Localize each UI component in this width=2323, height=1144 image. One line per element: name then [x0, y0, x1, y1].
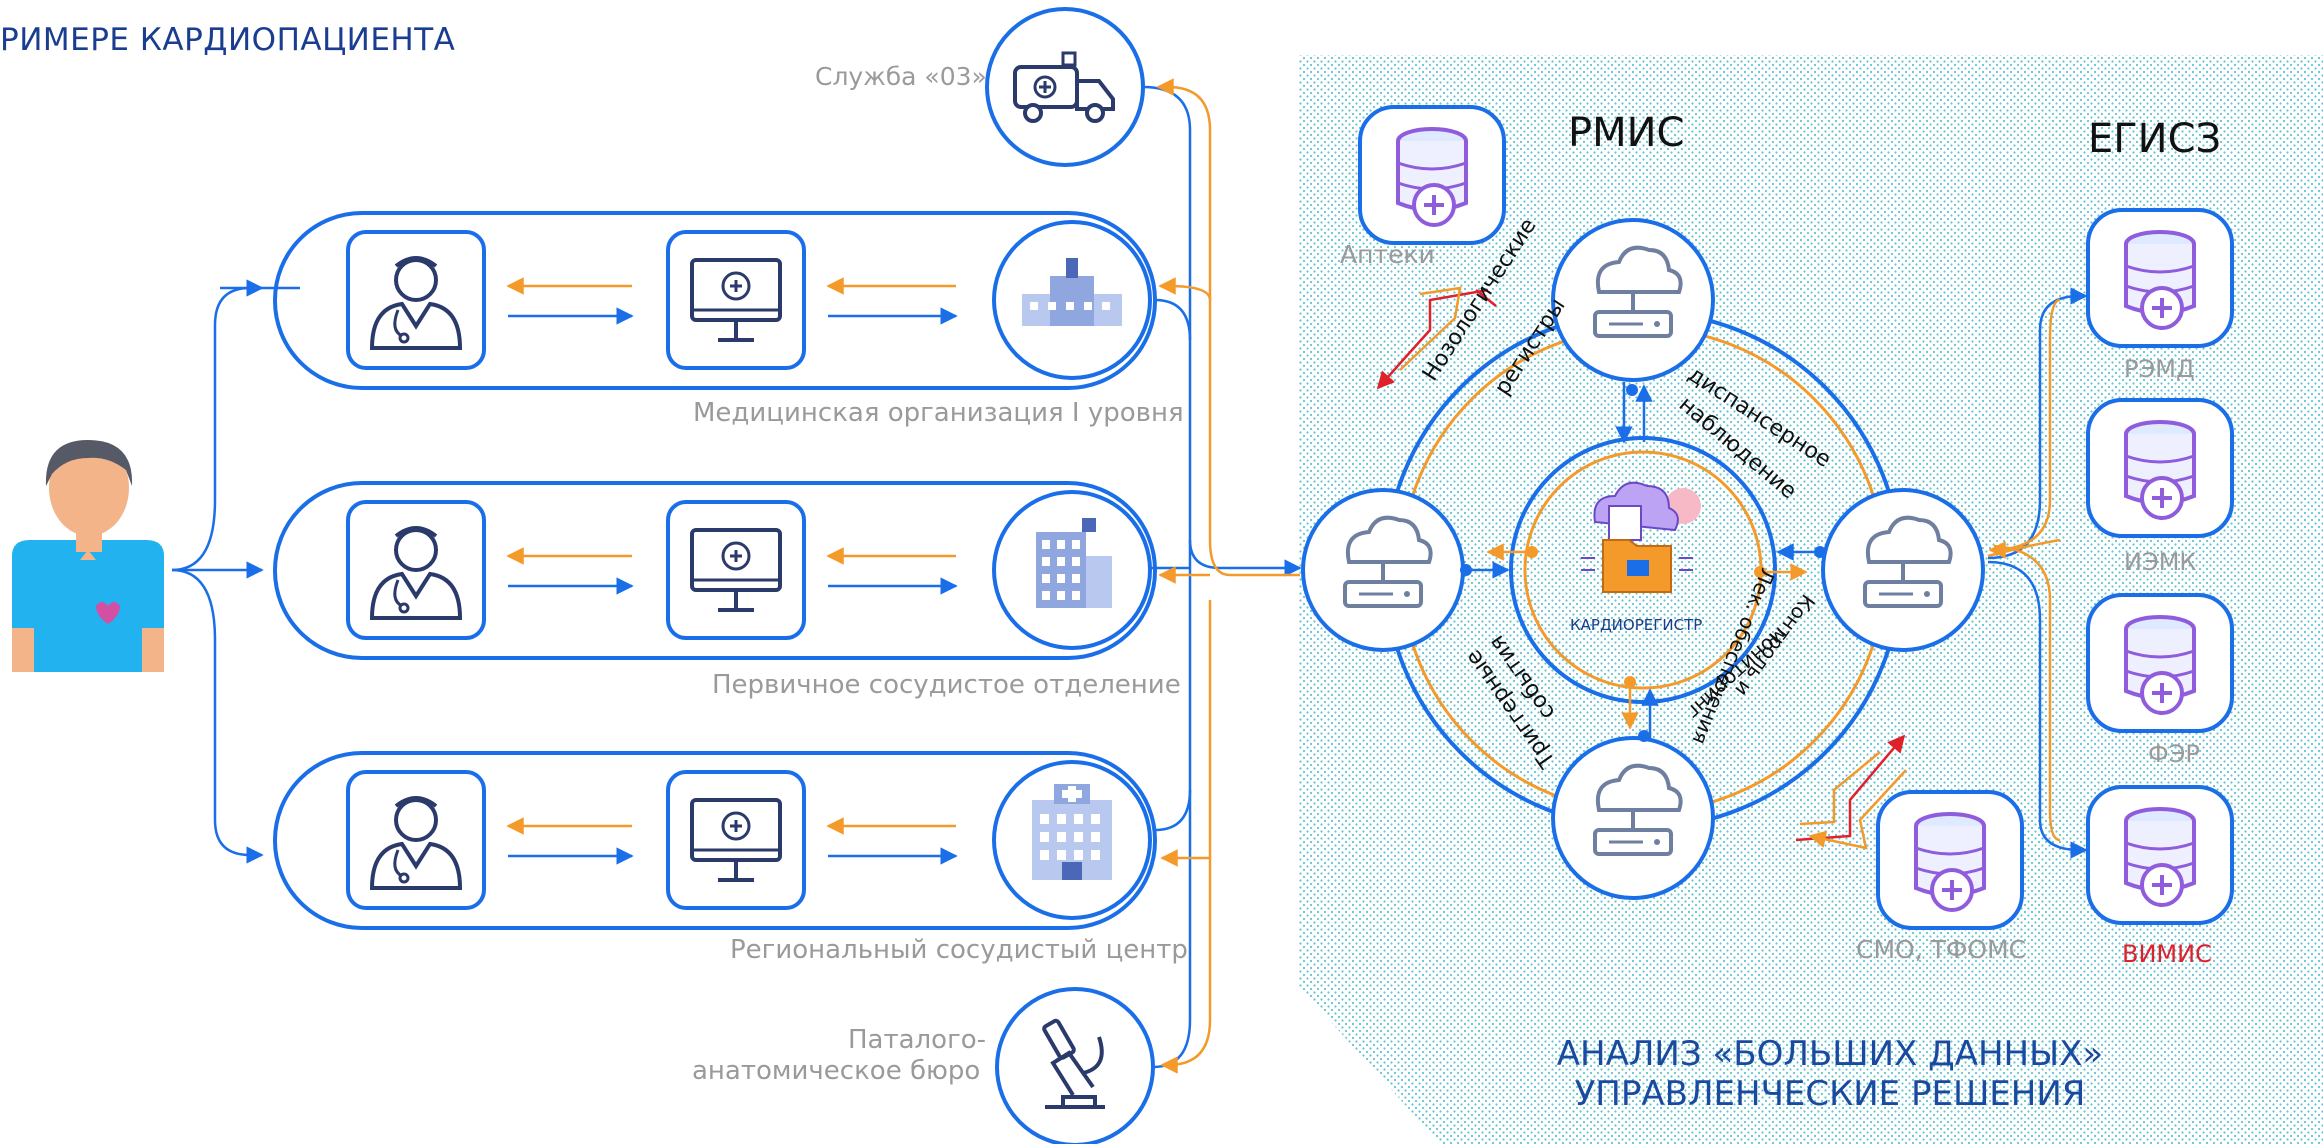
row3-label: Региональный сосудистый центр [730, 935, 1188, 965]
smo-label: СМО, ТФОМС [1856, 935, 2027, 964]
row-regional-vascular [273, 751, 1157, 930]
hospital-icon [992, 760, 1152, 920]
vimis-label: ВИМИС [2122, 940, 2212, 968]
fer-database-icon [2086, 593, 2234, 733]
rmis-node-top [1551, 218, 1715, 382]
patient-icon [12, 440, 164, 672]
row-primary-vascular [273, 481, 1157, 660]
vimis-database-icon [2086, 785, 2234, 925]
pathology-label-line2: анатомическое бюро [692, 1056, 981, 1086]
row2-label: Первичное сосудистое отделение [712, 670, 1181, 700]
smo-database-icon [1876, 790, 2024, 930]
cardioregistry-icon [1581, 481, 1701, 593]
monitor-icon [666, 770, 806, 910]
egisz-title: ЕГИСЗ [2088, 116, 2222, 162]
rmis-node-right [1821, 488, 1985, 652]
rmis-node-bottom [1551, 736, 1715, 900]
doctor-icon [346, 500, 486, 640]
bottom-line2: УПРАВЛЕНЧЕСКИЕ РЕШЕНИЯ [1574, 1074, 2086, 1114]
rmis-node-left [1301, 488, 1465, 652]
ambulance-icon [985, 7, 1145, 167]
rmis-title: РМИС [1568, 110, 1685, 156]
bottom-line1: АНАЛИЗ «БОЛЬШИХ ДАННЫХ» [1556, 1034, 2104, 1074]
building-icon [992, 490, 1152, 650]
page-title: РИМЕРЕ КАРДИОПАЦИЕНТА [0, 22, 456, 58]
pharmacy-label: Аптеки [1340, 240, 1435, 269]
iemk-database-icon [2086, 398, 2234, 538]
pharmacy-database-icon [1358, 105, 1506, 245]
remd-database-icon [2086, 208, 2234, 348]
remd-label: РЭМД [2124, 355, 2195, 383]
row1-label: Медицинская организация I уровня [693, 398, 1184, 428]
clinic-icon [992, 220, 1152, 380]
fer-label: ФЭР [2148, 740, 2200, 768]
ambulance-label: Служба «03» [815, 62, 987, 91]
monitor-icon [666, 230, 806, 370]
monitor-icon [666, 500, 806, 640]
doctor-icon [346, 230, 486, 370]
iemk-label: ИЭМК [2124, 548, 2197, 576]
cardioregistry-label: КАРДИОРЕГИСТР [1570, 616, 1703, 634]
doctor-icon [346, 770, 486, 910]
pathology-label-line1: Паталого- [848, 1025, 987, 1055]
microscope-icon [995, 987, 1155, 1144]
